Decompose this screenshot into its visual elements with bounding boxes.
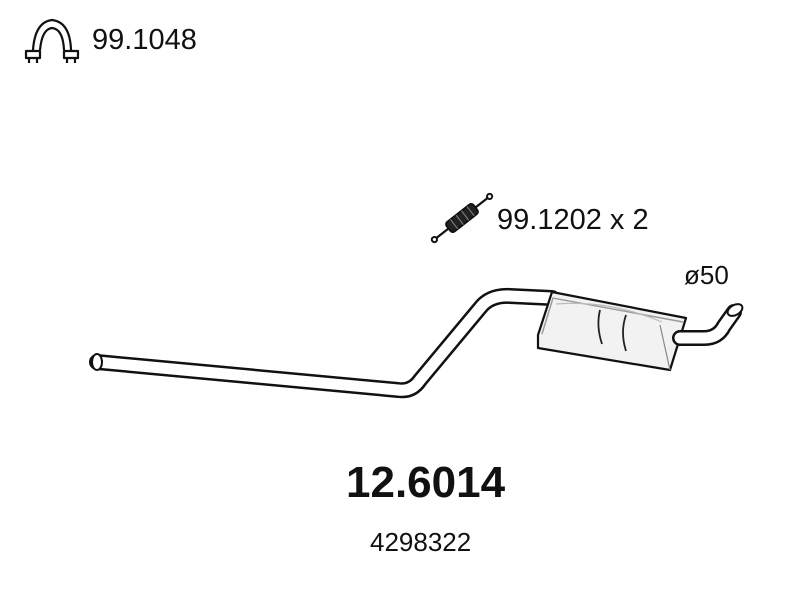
pipe-diameter-label: ø50 <box>684 260 729 290</box>
clamp-part-number: 99.1048 <box>92 24 197 56</box>
main-part-number: 12.6014 <box>346 458 506 507</box>
exhaust-clamp-icon <box>24 18 80 63</box>
hanger-part-label: 99.1202 x 2 <box>497 204 649 236</box>
exhaust-middle-pipe <box>89 287 744 399</box>
rubber-hanger-icon <box>430 192 494 244</box>
pipe-inlet-end <box>91 353 103 371</box>
silencer-box <box>536 290 688 372</box>
oem-reference-number: 4298322 <box>370 527 472 557</box>
pipe-outlet-end <box>726 303 744 317</box>
